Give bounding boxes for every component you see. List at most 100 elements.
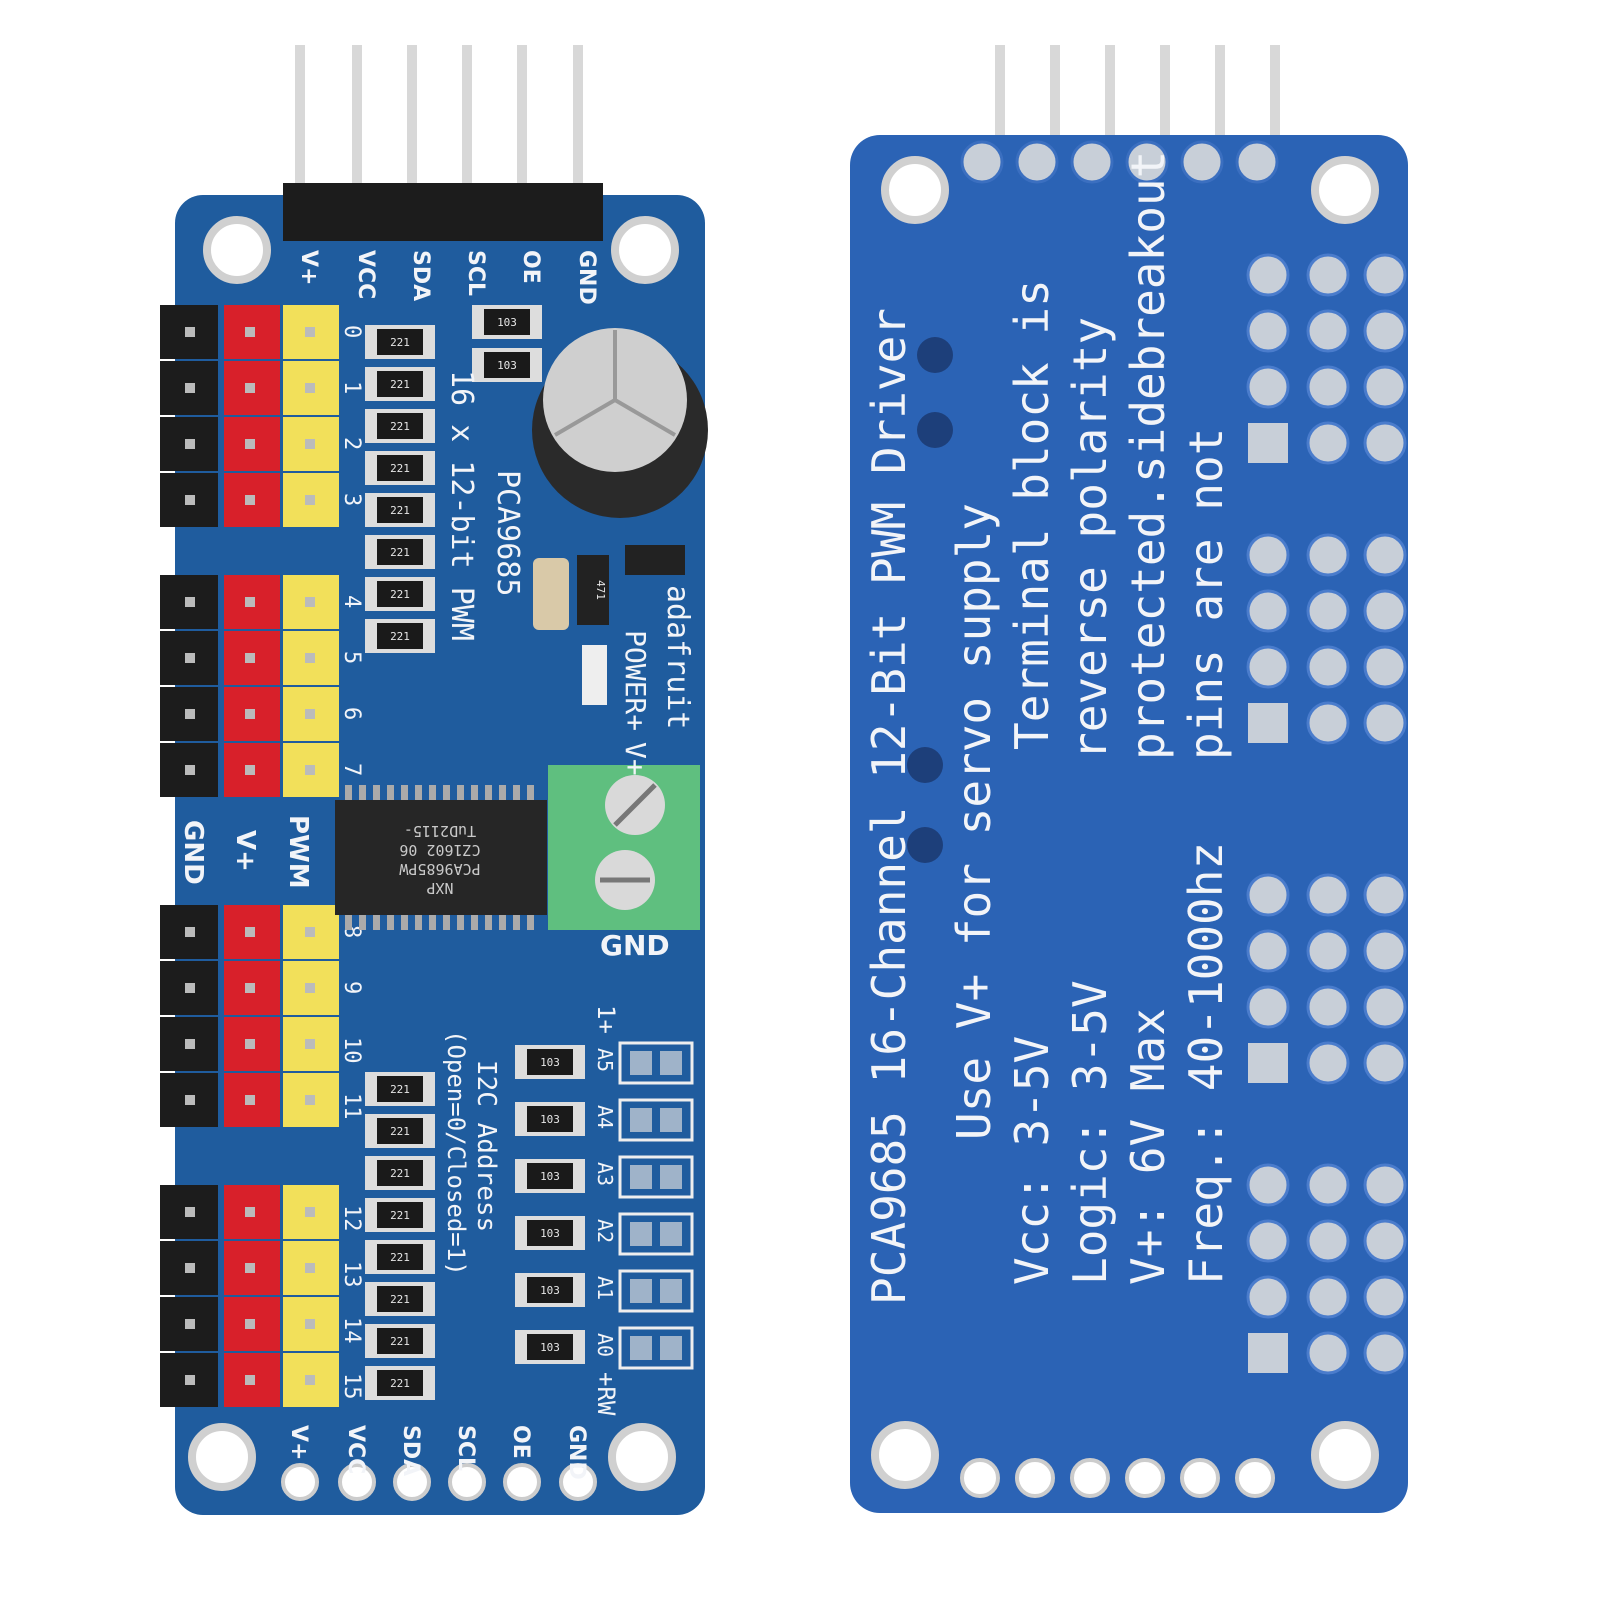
- round-pad: [1363, 1163, 1407, 1207]
- bottom-pin-hole: [1235, 1458, 1275, 1498]
- round-pad: [1306, 645, 1350, 689]
- chip-leg: [457, 915, 464, 930]
- resistor-body: [484, 309, 530, 335]
- capacitor: [532, 328, 708, 518]
- channel-number: 12: [339, 1205, 364, 1232]
- resistor-arrays: 2212212212212212212212212212212212212212…: [365, 305, 585, 1400]
- servo-pin: [305, 1095, 315, 1105]
- chip-marking: NXP: [426, 879, 453, 897]
- resistor-code: 221: [390, 336, 410, 349]
- servo-pin: [245, 597, 255, 607]
- resistor-body: [377, 371, 423, 397]
- servo-pin: [245, 765, 255, 775]
- servo-pin: [185, 1319, 195, 1329]
- servo-pin: [245, 983, 255, 993]
- resistor-code: 221: [390, 420, 410, 433]
- header-pin: [995, 45, 1005, 140]
- square-pad: [1248, 423, 1288, 463]
- resistor-code: 103: [540, 1341, 560, 1354]
- resistor-code: 221: [390, 378, 410, 391]
- channel-number: 13: [339, 1261, 364, 1288]
- bottom-pin-hole: [559, 1463, 597, 1501]
- round-pad: [1363, 309, 1407, 353]
- resistor-body: [377, 623, 423, 649]
- servo-pin: [305, 709, 315, 719]
- terminal-pad: [907, 747, 943, 783]
- bottom-pin-hole: [393, 1463, 431, 1501]
- servo-pin: [245, 439, 255, 449]
- header-pin: [1105, 45, 1115, 140]
- round-pad: [1306, 253, 1350, 297]
- resistor-body: [377, 1286, 423, 1312]
- address-pin-label: A2: [593, 1219, 617, 1243]
- address-resistor-body: [527, 1277, 573, 1303]
- servo-pin: [245, 495, 255, 505]
- servo-pin: [305, 1375, 315, 1385]
- chip-leg: [485, 915, 492, 930]
- chip-marking: CZ1602 06: [399, 841, 480, 859]
- resistor-code: 221: [390, 1083, 410, 1096]
- bottom-pin-hole: [1070, 1458, 1110, 1498]
- round-pad: [1306, 1041, 1350, 1085]
- round-pad: [1363, 1041, 1407, 1085]
- header-pin: [1160, 45, 1170, 140]
- servo-pin: [305, 597, 315, 607]
- chip-leg: [387, 785, 394, 800]
- header-pin: [573, 45, 583, 195]
- round-pad: [1306, 873, 1350, 917]
- header-pin: [1050, 45, 1060, 140]
- back-board: PCA9685 16-Channel 12-Bit PWM Driver Use…: [850, 45, 1408, 1513]
- round-pad: [1306, 421, 1350, 465]
- servo-pin: [245, 327, 255, 337]
- mounting-hole: [1311, 1421, 1379, 1489]
- header-pin: [517, 45, 527, 195]
- servo-pin: [305, 653, 315, 663]
- resistor-code: 221: [390, 504, 410, 517]
- round-pad: [1363, 1275, 1407, 1319]
- address-pin-label: A0: [593, 1333, 617, 1357]
- resistor-code: 221: [390, 1209, 410, 1222]
- top-pin-label: GND: [574, 250, 599, 305]
- header-pin: [1270, 45, 1280, 140]
- chip-leg: [415, 915, 422, 930]
- channel-number: 0: [339, 325, 364, 338]
- servo-pin: [245, 709, 255, 719]
- resistor-code: 221: [390, 588, 410, 601]
- chip-leg: [527, 785, 534, 800]
- round-pad: [1246, 365, 1290, 409]
- servo-pin: [305, 383, 315, 393]
- jumper-pad: [630, 1051, 652, 1075]
- header-pin: [1215, 45, 1225, 140]
- chip-leg: [499, 915, 506, 930]
- top-pin-label: VCC: [353, 250, 378, 299]
- pin-pad: [1015, 140, 1059, 184]
- jumper-pad: [660, 1108, 682, 1132]
- address-note: (Open=0/Closed=1): [442, 1030, 470, 1276]
- address-title: I2C Address: [471, 1060, 501, 1232]
- servo-pin: [305, 495, 315, 505]
- bottom-pin-hole: [503, 1463, 541, 1501]
- servo-pin: [185, 653, 195, 663]
- jumper-pad: [660, 1336, 682, 1360]
- servo-pin: [185, 765, 195, 775]
- resistor-code: 221: [390, 1167, 410, 1180]
- chip-leg: [373, 785, 380, 800]
- chip-leg: [471, 785, 478, 800]
- round-pad: [1246, 253, 1290, 297]
- servo-pin: [245, 1039, 255, 1049]
- resistor-code: 221: [390, 462, 410, 475]
- resistor-code: 221: [390, 1377, 410, 1390]
- servo-pin: [185, 495, 195, 505]
- mounting-hole: [611, 216, 679, 284]
- address-jumper: [618, 1041, 694, 1085]
- address-jumper: [618, 1326, 694, 1370]
- servo-pwm-label: PWM: [283, 815, 313, 889]
- mounting-hole: [871, 1421, 939, 1489]
- servo-pin: [185, 383, 195, 393]
- resistor-code: 103: [540, 1113, 560, 1126]
- channel-number: 6: [339, 707, 364, 720]
- mounting-hole: [881, 156, 949, 224]
